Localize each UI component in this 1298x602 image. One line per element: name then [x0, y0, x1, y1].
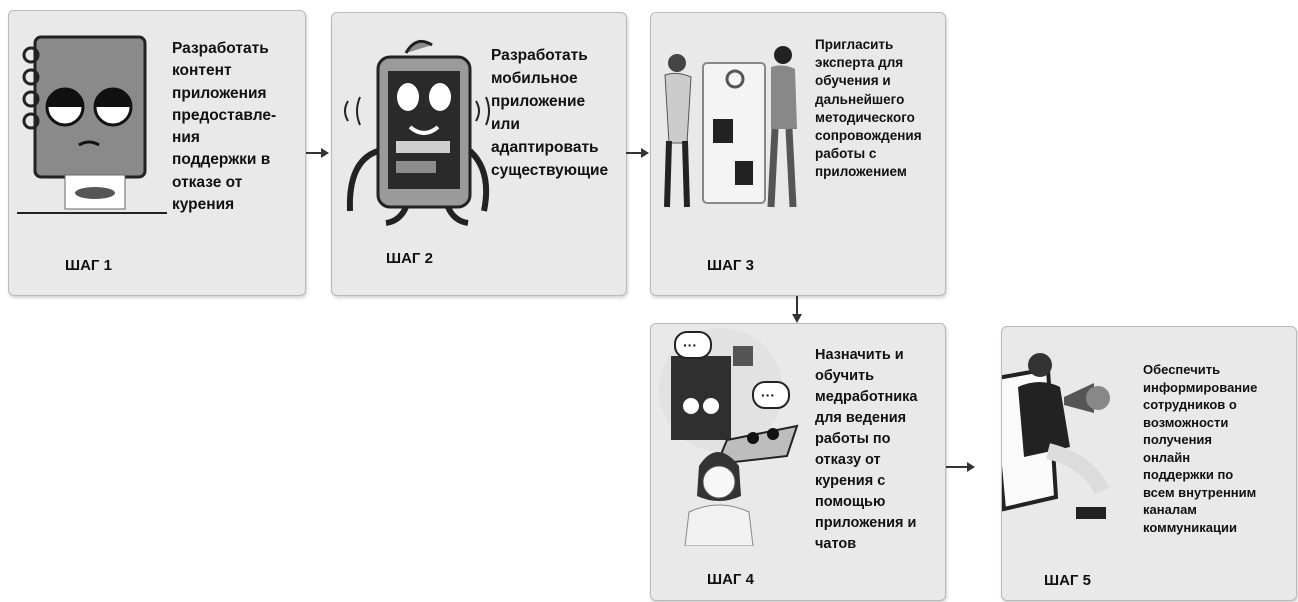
- step-1-label: ШАГ 1: [65, 257, 112, 274]
- step-4-label: ШАГ 4: [707, 571, 754, 588]
- step-5-text: Обеспечить информирование сотрудников о …: [1143, 362, 1258, 535]
- arrow-step1-to-step2: [306, 148, 329, 158]
- step-4-text: Назначить и обучить медработника для вед…: [815, 347, 918, 552]
- step-3-label: ШАГ 3: [707, 257, 754, 274]
- step-2-label: ШАГ 2: [386, 250, 433, 267]
- step-5-label: ШАГ 5: [1044, 572, 1091, 589]
- step-card-3: Пригласить эксперта для обучения и дальн…: [650, 12, 946, 296]
- arrow-step3-to-step4: [792, 296, 802, 323]
- step-card-1: Разработать контент приложения предостав…: [8, 10, 306, 296]
- notebook-character-icon: [17, 35, 167, 214]
- arrow-step4-to-step5: [946, 462, 975, 472]
- step-card-2: Разработать мобильное приложение или ада…: [331, 12, 627, 296]
- step-card-5: Обеспечить информирование сотрудников о …: [1001, 326, 1297, 601]
- step-3-text: Пригласить эксперта для обучения и дальн…: [815, 37, 922, 180]
- megaphone-person-icon: [1002, 353, 1110, 519]
- svg-text:···: ···: [761, 387, 775, 403]
- step-card-4: ··· ··· Назначить и обучить медработника…: [650, 323, 946, 601]
- step-1-text: Разработать контент приложения предостав…: [172, 40, 277, 214]
- experts-with-board-icon: [664, 46, 797, 208]
- step-2-text: Разработать мобильное приложение или ада…: [491, 47, 609, 179]
- phone-character-icon: [344, 39, 490, 226]
- arrow-step2-to-step3: [626, 148, 649, 158]
- medic-with-chat-icon: ··· ···: [659, 328, 799, 546]
- svg-text:···: ···: [683, 337, 697, 353]
